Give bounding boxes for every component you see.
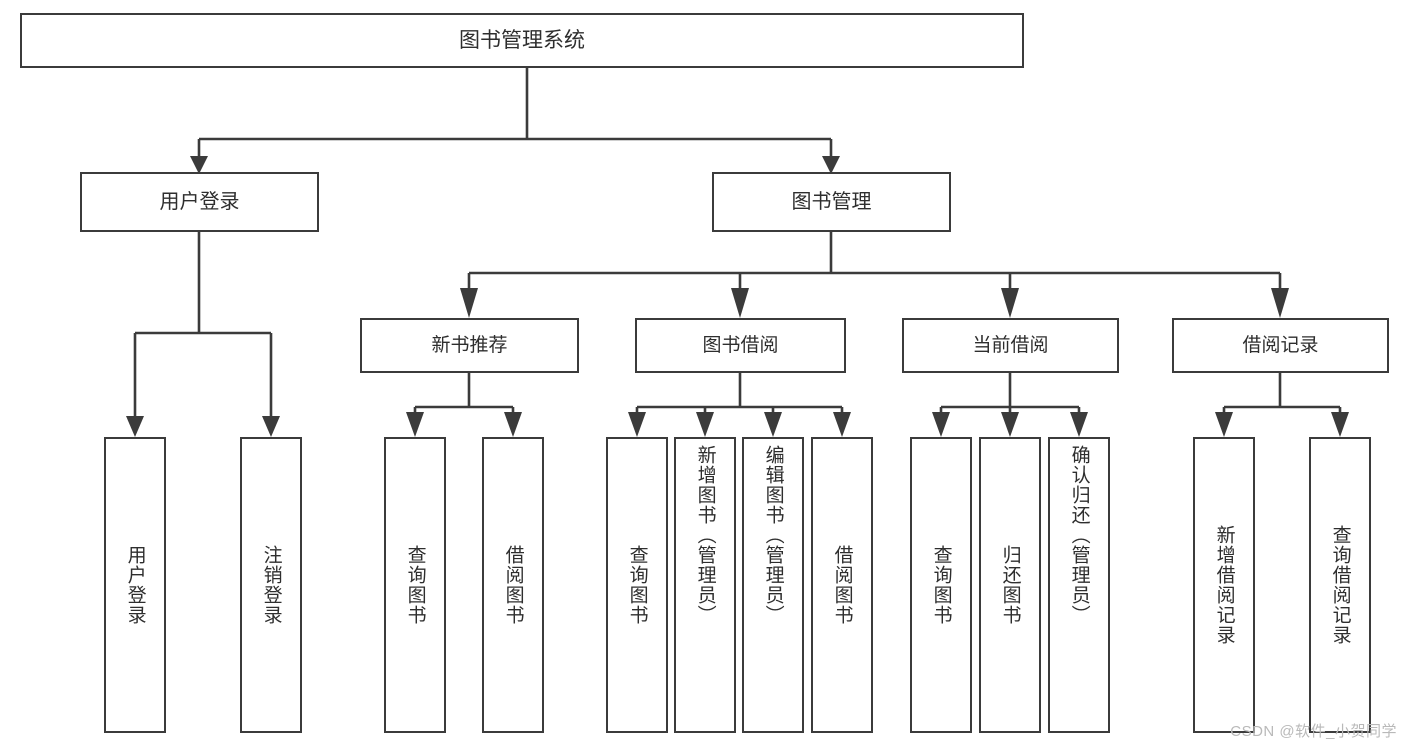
leaf-logout-login[interactable]: 注销登录 xyxy=(240,437,302,733)
watermark-text: CSDN @软件_小贺同学 xyxy=(1230,723,1397,740)
arrowhead-group-4 xyxy=(1271,288,1289,318)
leaf-return-book[interactable]: 归还图书 xyxy=(979,437,1041,733)
arrowhead-leaf-8 xyxy=(833,412,851,437)
leaf-query-book-current[interactable]: 查询图书 xyxy=(910,437,972,733)
arrowhead-leaf-6 xyxy=(696,412,714,437)
node-current-borrow[interactable]: 当前借阅 xyxy=(902,318,1119,373)
node-user-login[interactable]: 用户登录 xyxy=(80,172,319,232)
leaf-query-book-newbook[interactable]: 查询图书 xyxy=(384,437,446,733)
arrowhead-leaf-11 xyxy=(1070,412,1088,437)
arrowhead-group-1 xyxy=(460,288,478,318)
arrowhead-leaf-3 xyxy=(406,412,424,437)
arrowhead-leaf-1 xyxy=(126,416,144,437)
leaf-edit-book-admin[interactable]: 编辑图书（管理员） xyxy=(742,437,804,733)
arrowhead-leaf-5 xyxy=(628,412,646,437)
arrowhead-leaf-13 xyxy=(1331,412,1349,437)
arrowhead-leaf-4 xyxy=(504,412,522,437)
arrowhead-leaf-2 xyxy=(262,416,280,437)
arrowhead-group-2 xyxy=(731,288,749,318)
node-new-book-recommend[interactable]: 新书推荐 xyxy=(360,318,579,373)
arrowhead-leaf-9 xyxy=(932,412,950,437)
arrowhead-leaf-10 xyxy=(1001,412,1019,437)
node-root[interactable]: 图书管理系统 xyxy=(20,13,1024,68)
arrowhead-leaf-12 xyxy=(1215,412,1233,437)
leaf-borrow-book-newbook[interactable]: 借阅图书 xyxy=(482,437,544,733)
leaf-add-borrow-record[interactable]: 新增借阅记录 xyxy=(1193,437,1255,733)
node-book-management[interactable]: 图书管理 xyxy=(712,172,951,232)
leaf-user-login[interactable]: 用户登录 xyxy=(104,437,166,733)
node-borrow-record[interactable]: 借阅记录 xyxy=(1172,318,1389,373)
arrowhead-leaf-7 xyxy=(764,412,782,437)
node-book-borrow[interactable]: 图书借阅 xyxy=(635,318,846,373)
leaf-query-borrow-record[interactable]: 查询借阅记录 xyxy=(1309,437,1371,733)
leaf-borrow-book-borrow[interactable]: 借阅图书 xyxy=(811,437,873,733)
leaf-add-book-admin[interactable]: 新增图书（管理员） xyxy=(674,437,736,733)
arrowhead-group-3 xyxy=(1001,288,1019,318)
leaf-confirm-return-admin[interactable]: 确认归还（管理员） xyxy=(1048,437,1110,733)
leaf-query-book-borrow[interactable]: 查询图书 xyxy=(606,437,668,733)
